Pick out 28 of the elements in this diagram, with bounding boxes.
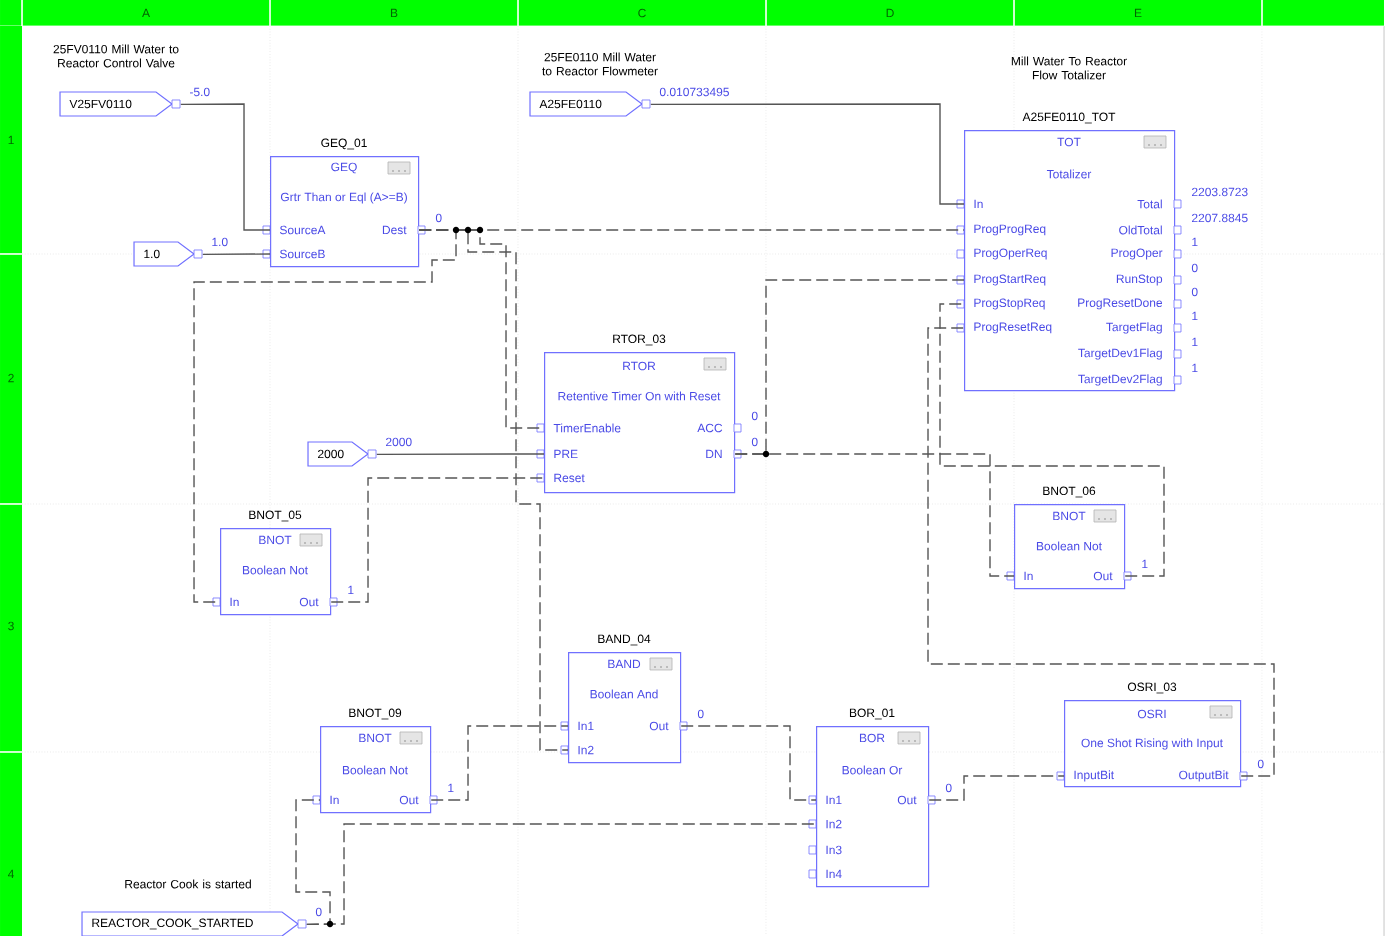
- wire: [650, 103, 965, 205]
- wire: [202, 253, 271, 256]
- wire: [330, 477, 545, 603]
- input-reference: [81, 879, 322, 936]
- wire: [430, 725, 569, 801]
- wire: [928, 775, 1065, 801]
- input-reference: [53, 44, 210, 117]
- function-block: [536, 334, 758, 494]
- wire: [193, 229, 457, 603]
- wire: [306, 823, 817, 926]
- function-block: [808, 708, 952, 888]
- function-block: [1056, 682, 1264, 788]
- wire: [376, 453, 545, 456]
- wire: [180, 103, 271, 231]
- wire: [295, 799, 331, 926]
- wire: [680, 725, 817, 801]
- function-block: [312, 708, 454, 814]
- wire: [927, 327, 1275, 777]
- wire: [734, 453, 1015, 577]
- function-block: [262, 138, 442, 268]
- input-reference: [529, 52, 729, 117]
- function-block: [956, 56, 1248, 392]
- function-block: [212, 510, 354, 616]
- function-block: [560, 634, 704, 764]
- function-block: [1006, 486, 1148, 590]
- wire: [939, 303, 1165, 577]
- input-reference: [133, 237, 228, 267]
- input-reference: [307, 437, 412, 467]
